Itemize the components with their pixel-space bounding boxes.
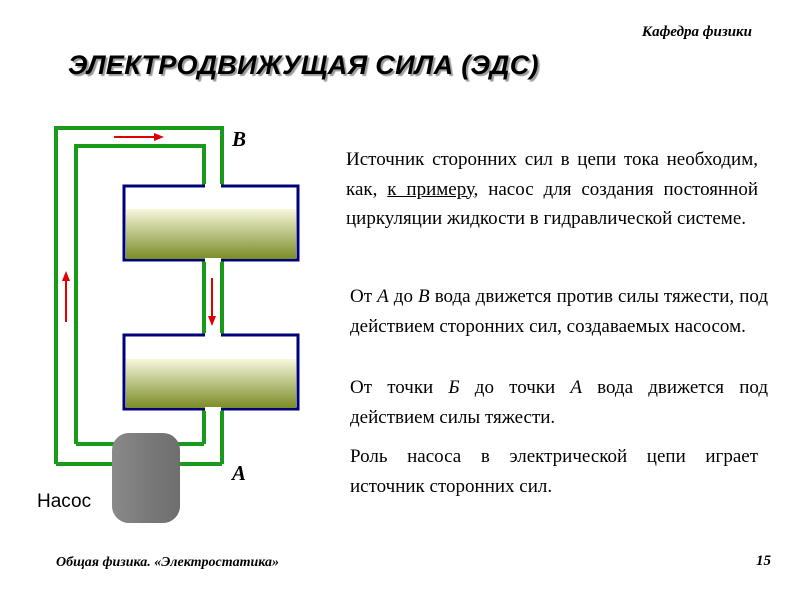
lower-tank <box>122 333 300 411</box>
point-label-a: А <box>232 461 247 485</box>
point-label-b: В <box>232 127 247 151</box>
paragraph-b-to-a: От точки Б до точки А вода движется под … <box>350 377 768 428</box>
slide-title: ЭЛЕКТРОДВИЖУЩАЯ СИЛА (ЭДС) <box>68 50 539 80</box>
pump-body <box>112 433 180 523</box>
pump-label: Насос <box>37 491 92 512</box>
paragraph-pump-role: Роль насоса в электрической цепи играет … <box>350 446 758 497</box>
paragraph-source-of-forces: Источник сторонних сил в цепи тока необх… <box>346 149 759 229</box>
upper-tank <box>122 184 300 262</box>
footer-course-title: Общая физика. «Электростатика» <box>56 555 280 570</box>
pipe-walls <box>54 126 224 466</box>
department-label: Кафедра физики <box>641 24 752 40</box>
flow-arrow-middle-icon <box>208 278 216 326</box>
page-number: 15 <box>756 553 771 569</box>
flow-arrow-top-icon <box>114 133 164 141</box>
flow-arrow-left-icon <box>62 271 70 322</box>
paragraph-a-to-b: От А до В вода движется против силы тяже… <box>350 286 769 337</box>
